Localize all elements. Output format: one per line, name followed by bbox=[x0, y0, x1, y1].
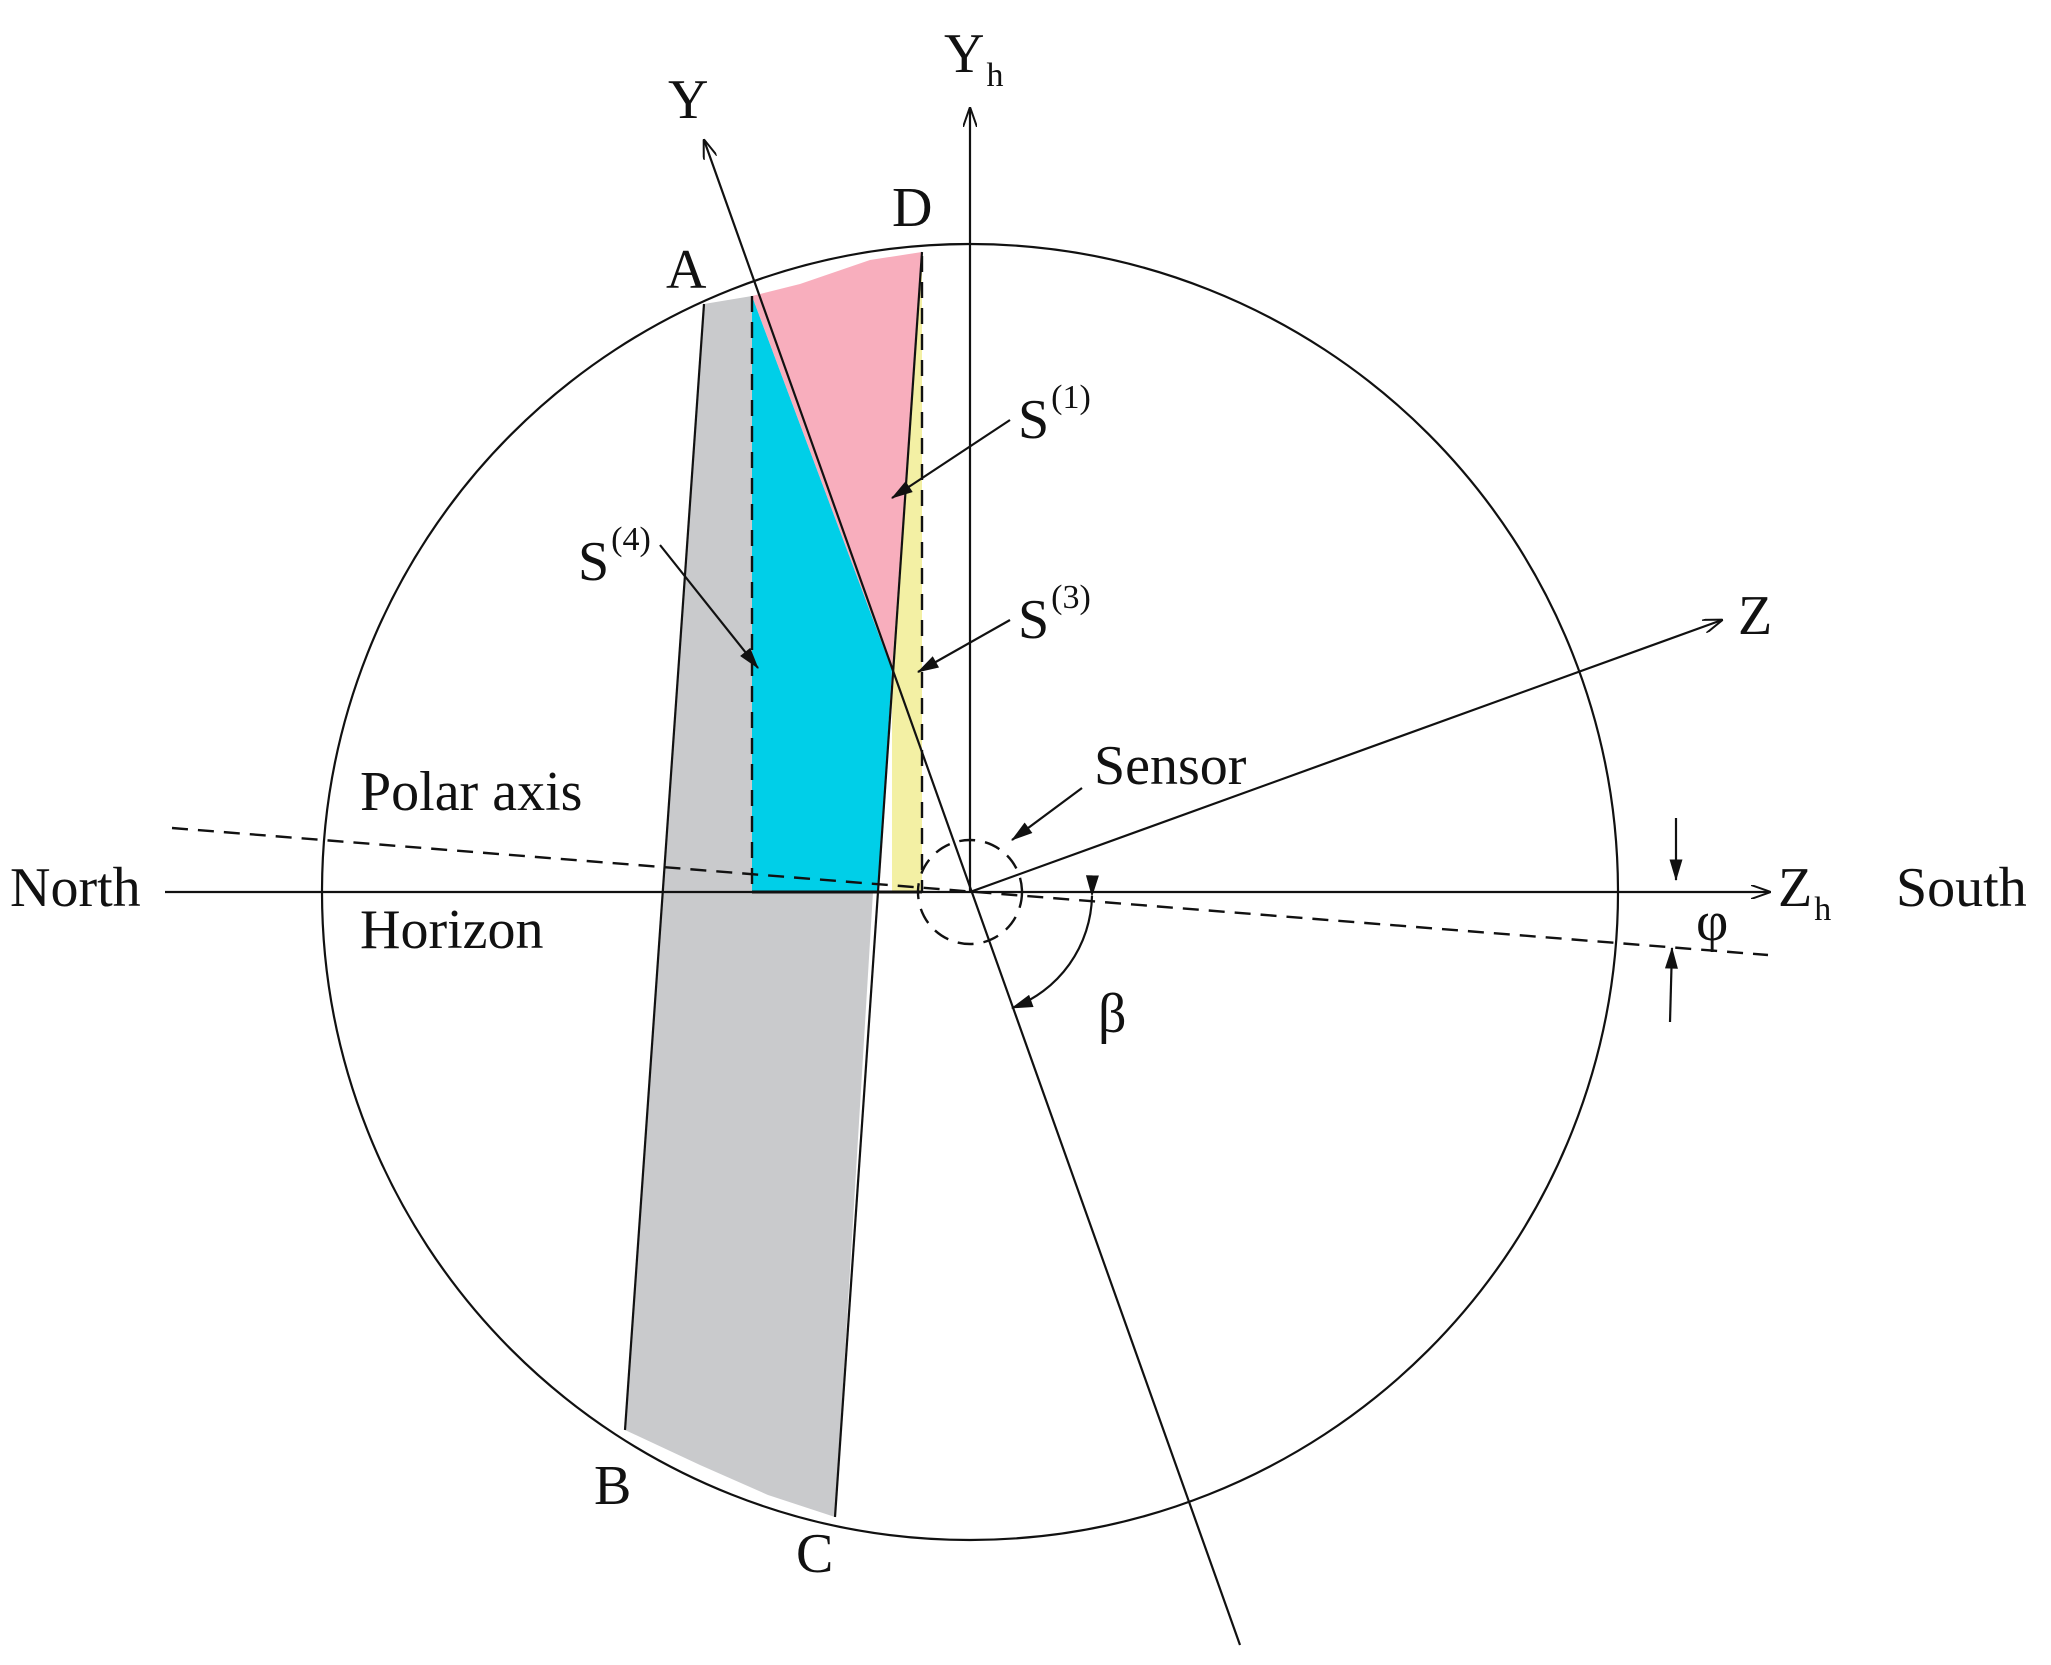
y-axis bbox=[704, 140, 1242, 1646]
point-c-label: C bbox=[796, 1523, 833, 1585]
z-axis-label: Z bbox=[1738, 585, 1772, 647]
cyan-region bbox=[752, 296, 892, 892]
s1-superscript: (1) bbox=[1051, 379, 1091, 416]
north-label: North bbox=[10, 857, 141, 919]
s3-main: S bbox=[1018, 589, 1049, 651]
polar-axis-label: Polar axis bbox=[360, 761, 582, 823]
point-b-label: B bbox=[594, 1455, 631, 1517]
sensor-leader-arrow bbox=[1011, 787, 1083, 841]
beta-label: β bbox=[1098, 983, 1127, 1045]
beta-angle-arc bbox=[1010, 875, 1099, 1010]
polar-axis-line bbox=[171, 826, 1769, 957]
point-a-label: A bbox=[666, 239, 707, 301]
s4-superscript: (4) bbox=[611, 521, 651, 558]
phi-label: φ bbox=[1696, 891, 1728, 953]
yh-subscript: h bbox=[986, 57, 1003, 94]
s4-label: S(4) bbox=[578, 521, 651, 593]
s4-main: S bbox=[578, 531, 609, 593]
s3-label: S(3) bbox=[1018, 579, 1091, 651]
gray-region bbox=[625, 296, 873, 1517]
pink-region bbox=[752, 252, 922, 670]
s3-superscript: (3) bbox=[1051, 579, 1091, 616]
s3-leader-arrow bbox=[917, 619, 1011, 673]
sensor-label: Sensor bbox=[1094, 735, 1247, 797]
s4-leader-arrow bbox=[659, 544, 759, 669]
south-label: South bbox=[1896, 857, 2027, 919]
yh-main: Y bbox=[944, 23, 984, 85]
zh-subscript: h bbox=[1814, 891, 1831, 928]
y-axis-label: Y bbox=[668, 69, 708, 131]
phi-marker-bottom bbox=[1664, 946, 1678, 1023]
s1-leader-arrow bbox=[891, 419, 1011, 499]
point-d-label: D bbox=[892, 177, 932, 239]
z-axis bbox=[969, 620, 1722, 894]
yh-axis-label: Yh bbox=[944, 23, 1003, 94]
s1-main: S bbox=[1018, 389, 1049, 451]
zh-axis-label: Zh bbox=[1778, 857, 1831, 928]
s1-label: S(1) bbox=[1018, 379, 1091, 451]
horizon-label: Horizon bbox=[360, 899, 544, 961]
zh-main: Z bbox=[1778, 857, 1812, 919]
